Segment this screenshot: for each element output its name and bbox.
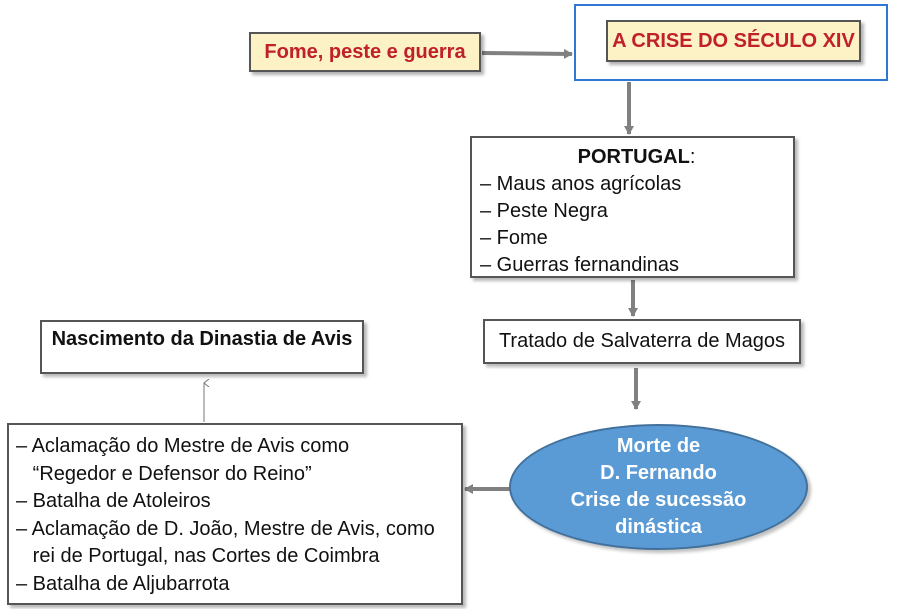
title-frame xyxy=(574,4,888,81)
ellipse-line: Morte de xyxy=(616,435,701,457)
portugal-item: – Maus anos agrícolas xyxy=(480,173,682,195)
portugal-item: – Guerras fernandinas xyxy=(480,254,680,276)
portugal-heading-text: PORTUGAL xyxy=(577,146,690,168)
hunger-plague-war-label: Fome, peste e guerra xyxy=(249,32,481,72)
event-item: “Regedor e Defensor do Reino” xyxy=(16,462,312,485)
portugal-item: – Peste Negra xyxy=(480,200,608,222)
dynasty-box: Nascimento da Dinastia de Avis xyxy=(40,320,364,374)
treaty-label: Tratado de Salvaterra de Magos xyxy=(498,330,786,352)
portugal-box: PORTUGAL: – Maus anos agrícolas – Peste … xyxy=(470,136,795,278)
death-succession-ellipse: Morte de D. Fernando Crise de sucessão d… xyxy=(509,424,808,550)
events-box: – Aclamação do Mestre de Avis como “Rege… xyxy=(7,423,463,605)
treaty-box: Tratado de Salvaterra de Magos xyxy=(483,319,801,364)
main-title-label: A CRISE DO SÉCULO XIV xyxy=(606,20,861,62)
arrow-label-to-title xyxy=(481,48,573,59)
portugal-heading-colon: : xyxy=(689,146,696,168)
ellipse-line: Crise de sucessão xyxy=(570,489,747,511)
ellipse-line: dinástica xyxy=(615,516,702,538)
event-item: – Aclamação de D. João, Mestre de Avis, … xyxy=(16,517,435,540)
portugal-heading: PORTUGAL: xyxy=(480,144,793,171)
event-item: – Batalha de Aljubarrota xyxy=(16,572,230,595)
event-item: rei de Portugal, nas Cortes de Coimbra xyxy=(16,545,380,567)
event-item: – Batalha de Atoleiros xyxy=(16,490,211,512)
event-item: – Aclamação do Mestre de Avis como xyxy=(16,435,350,457)
dynasty-label: Nascimento da Dinastia de Avis xyxy=(51,328,353,350)
ellipse-line: D. Fernando xyxy=(600,462,717,484)
portugal-item: – Fome xyxy=(480,227,548,249)
